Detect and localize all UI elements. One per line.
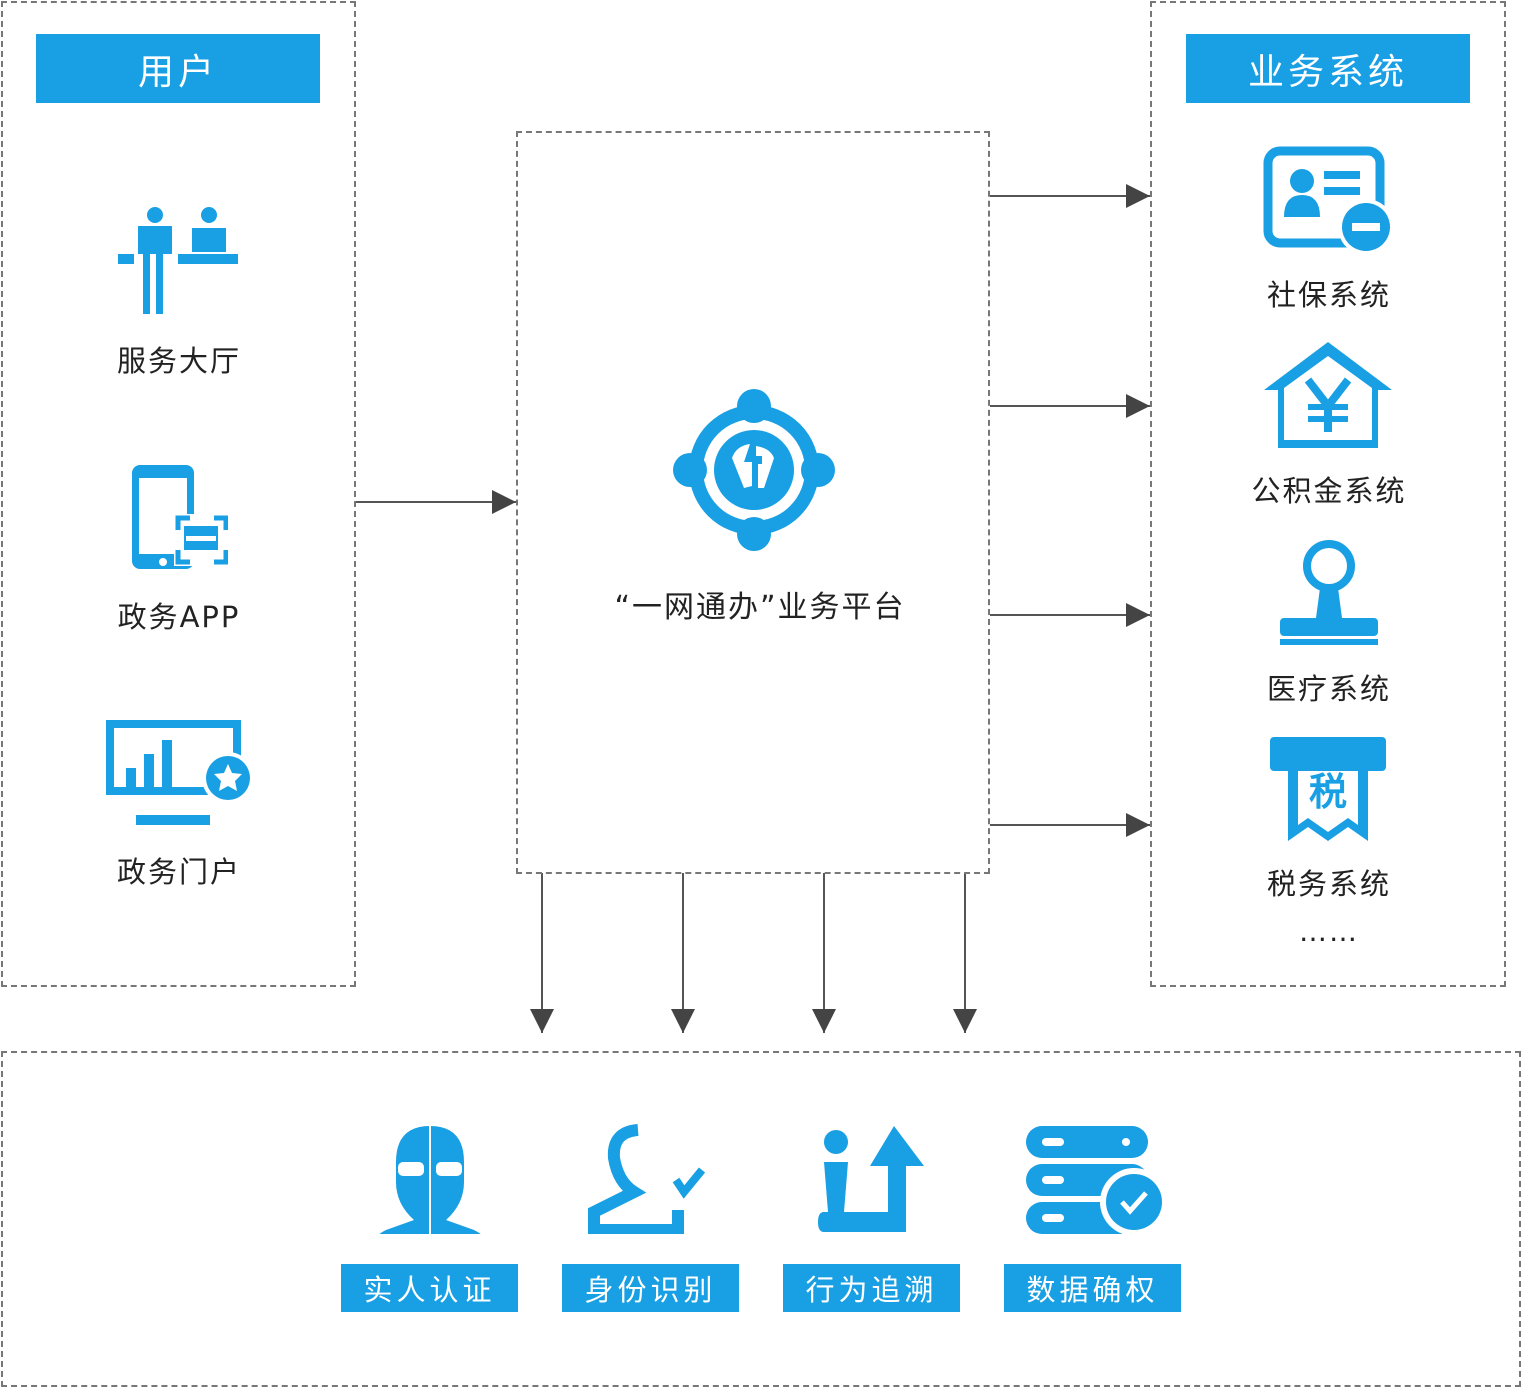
users-header: 用户 — [36, 34, 320, 103]
capability-label: 行为追溯 — [783, 1264, 960, 1312]
database-check-icon — [1026, 1126, 1164, 1234]
system-label: 公积金系统 — [1251, 474, 1407, 508]
svg-text:税: 税 — [1309, 770, 1347, 814]
capability-label: 身份识别 — [562, 1264, 739, 1312]
mobile-app-icon — [132, 465, 228, 569]
platform-logo-icon — [673, 389, 835, 551]
capabilities-panel — [1, 1051, 1521, 1387]
face-recognition-icon — [379, 1126, 481, 1234]
users-item-label: 政务门户 — [116, 855, 241, 889]
users-item-label: 服务大厅 — [116, 344, 241, 378]
system-label: 社保系统 — [1266, 278, 1391, 312]
yen-house-icon — [1264, 342, 1392, 448]
platform-panel — [516, 131, 990, 874]
service-hall-icon — [118, 207, 238, 314]
system-label: 税务系统 — [1266, 867, 1391, 901]
system-label: 医疗系统 — [1266, 672, 1391, 706]
tax-receipt-icon: 税 — [1270, 737, 1386, 841]
systems-more: …… — [1299, 915, 1359, 948]
trace-arrow-icon — [818, 1126, 924, 1232]
users-item-label: 政务APP — [117, 600, 241, 634]
capability-label: 数据确权 — [1004, 1264, 1181, 1312]
platform-label: “一网通办”业务平台 — [614, 590, 906, 625]
id-card-icon — [1263, 146, 1394, 255]
portal-monitor-icon — [106, 720, 254, 825]
systems-header: 业务系统 — [1186, 34, 1470, 103]
capability-label: 实人认证 — [341, 1264, 518, 1312]
user-check-icon — [588, 1124, 706, 1234]
systems-panel — [1150, 1, 1506, 987]
stamp-icon — [1280, 540, 1378, 645]
users-panel — [1, 1, 356, 987]
